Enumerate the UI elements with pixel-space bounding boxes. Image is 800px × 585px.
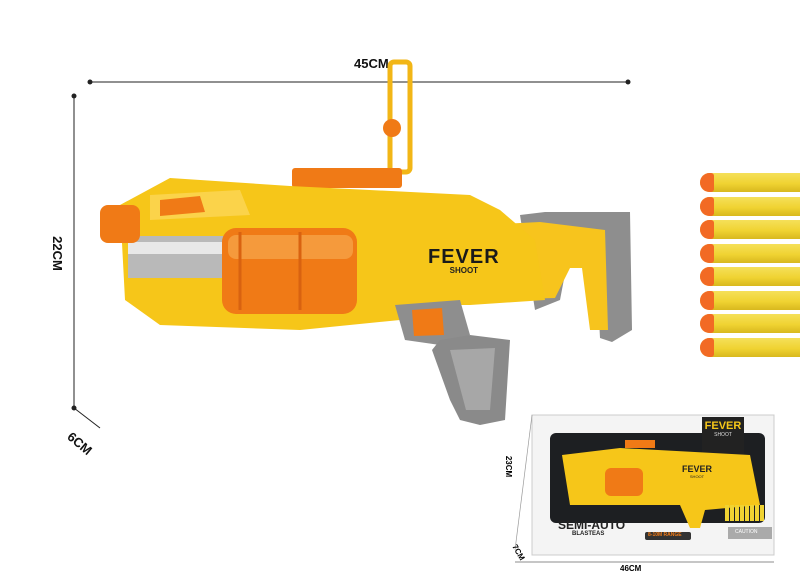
foam-dart xyxy=(700,196,800,216)
foam-dart xyxy=(700,314,800,333)
dart-tip xyxy=(700,243,714,263)
box-gun-logo-sub: SHOOT xyxy=(689,474,705,479)
box-title: SEMI-AUTO xyxy=(558,518,626,532)
box-dart xyxy=(745,505,749,521)
box-dart xyxy=(750,505,754,521)
box-logo-brand: FEVER xyxy=(704,420,742,432)
box-logo: FEVER SHOOT xyxy=(703,420,743,438)
foam-dart xyxy=(700,290,800,310)
logo-sub: SHOOT xyxy=(449,266,479,275)
box-caution: CAUTION xyxy=(735,529,758,535)
dart-tip xyxy=(700,220,714,239)
logo-brand: FEVER xyxy=(428,246,500,268)
sight xyxy=(292,59,413,188)
box-dart xyxy=(755,505,759,521)
dart-tip xyxy=(700,173,714,192)
dart-tip xyxy=(700,290,714,310)
foam-dart xyxy=(700,243,800,263)
box-dart xyxy=(740,505,744,521)
box-logo-sub: SHOOT xyxy=(714,432,732,438)
box-height-label: 23CM xyxy=(504,455,514,478)
length-label: 45CM xyxy=(354,56,389,71)
box-length-label: 46CM xyxy=(620,564,642,573)
box-range-badge: 8-10M RANGE xyxy=(648,532,682,538)
box-dart xyxy=(730,505,734,521)
foam-dart xyxy=(700,337,800,357)
foam-dart xyxy=(700,267,800,286)
foam-dart xyxy=(700,173,800,192)
foam-dart xyxy=(700,220,800,239)
dart-tip xyxy=(700,314,714,333)
box-dart xyxy=(735,505,739,521)
dart-tip xyxy=(700,196,714,216)
box-dart xyxy=(760,505,764,521)
box-dart xyxy=(725,505,729,521)
box-gun-logo-brand: FEVER xyxy=(682,464,713,474)
blaster-logo: FEVER SHOOT xyxy=(428,246,500,275)
dart-tip xyxy=(700,267,714,286)
box-subtitle: BLASTEAS xyxy=(572,531,605,537)
box-gun-logo: FEVER SHOOT xyxy=(682,464,712,479)
dart-tip xyxy=(700,337,714,357)
